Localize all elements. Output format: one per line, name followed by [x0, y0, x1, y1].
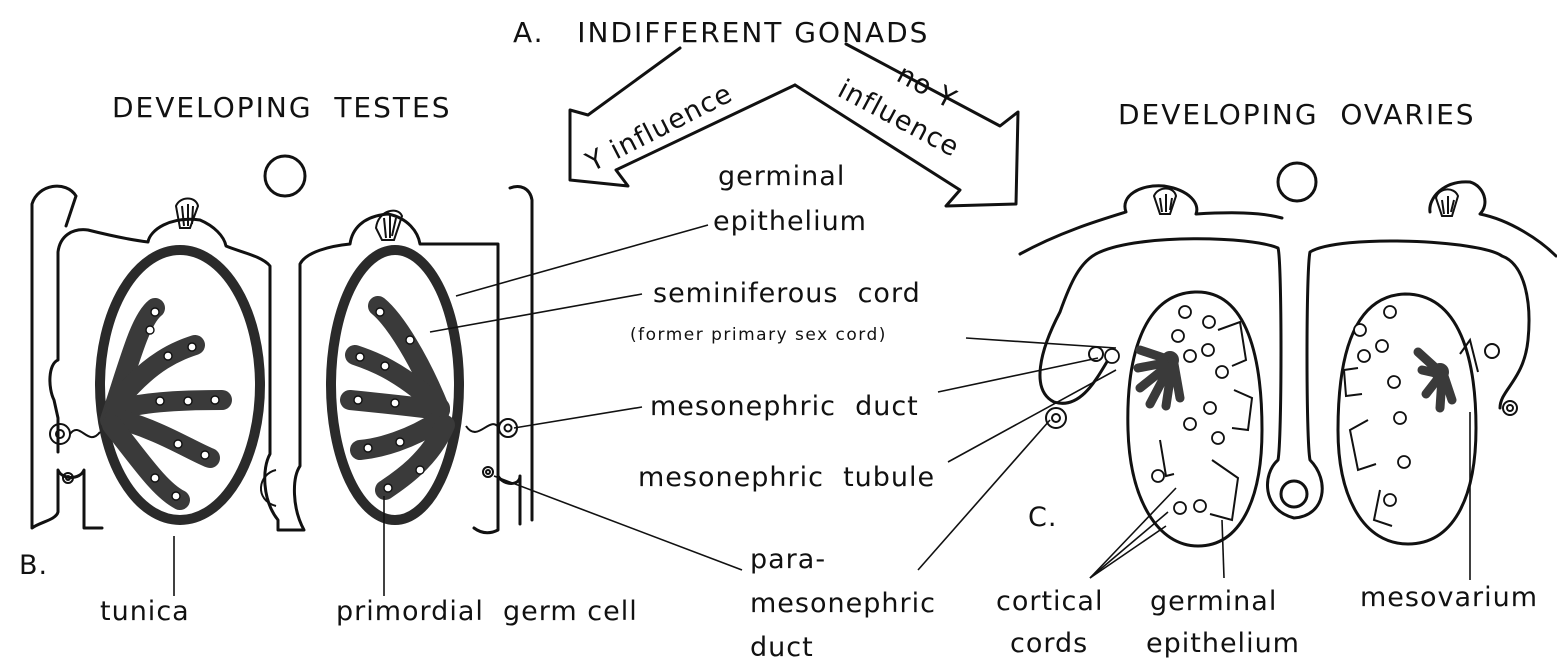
primordial-germ-cell-label: primordial germ cell	[336, 596, 638, 627]
former-primary-sex-cord-label: (former primary sex cord)	[630, 325, 887, 345]
germinal-epithelium-label-line2: epithelium	[713, 206, 867, 237]
mesonephric-duct-label: mesonephric duct	[650, 391, 919, 422]
right-testis-cords	[350, 306, 445, 492]
seminiferous-cord-label: seminiferous cord	[653, 278, 921, 309]
paramesonephric-duct-circle	[1046, 408, 1066, 428]
germinal-epithelium-c-label: germinal	[1150, 586, 1277, 617]
y-influence-label: Y influence	[580, 78, 738, 179]
ovary-aorta-circle	[1278, 163, 1316, 201]
left-ovary-medulla	[1138, 350, 1180, 406]
panel-c-letter: C.	[1028, 502, 1057, 533]
paramesonephric-label-line1: para-	[750, 544, 826, 575]
right-mesonephric-duct	[466, 419, 517, 477]
ovary-body-outline	[1020, 182, 1556, 518]
ovary-bottom-circle	[1281, 481, 1307, 507]
developing-ovaries-heading: DEVELOPING OVARIES	[1118, 98, 1476, 131]
paramesonephric-label-line3: duct	[750, 632, 814, 663]
mesovarium-label: mesovarium	[1360, 582, 1538, 613]
diagram-title: A. INDIFFERENT GONADS	[513, 16, 929, 49]
germinal-epithelium-c-label-line2: epithelium	[1146, 628, 1300, 659]
cortical-cords-label: cortical	[996, 586, 1103, 617]
left-ovary-follicles	[1089, 306, 1252, 520]
developing-testes-heading: DEVELOPING TESTES	[112, 91, 451, 124]
aorta-circle	[265, 156, 305, 196]
germinal-epithelium-label: germinal	[718, 161, 845, 192]
mesonephric-tubule-label: mesonephric tubule	[638, 462, 935, 493]
testes-panel	[32, 156, 532, 533]
paramesonephric-label-line2: mesonephric	[750, 588, 936, 619]
tunica-label: tunica	[100, 596, 190, 627]
right-ovary-medulla	[1418, 352, 1452, 408]
panel-b-letter: B.	[19, 550, 48, 581]
cortical-cords-label-line2: cords	[1010, 628, 1088, 659]
right-ovary-follicles	[1344, 306, 1517, 526]
ovaries-panel	[1020, 163, 1556, 546]
left-testis-cords	[110, 308, 222, 500]
